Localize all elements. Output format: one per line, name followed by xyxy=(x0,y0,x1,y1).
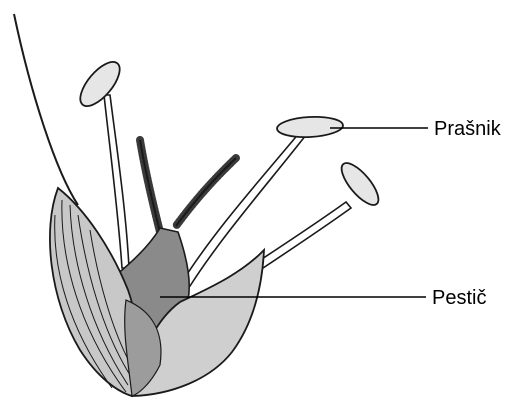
label-pistil: Pestič xyxy=(432,288,486,308)
label-anther: Prašnik xyxy=(434,119,501,139)
stigma-right xyxy=(176,158,236,226)
filament-middle xyxy=(182,132,306,286)
awn xyxy=(14,14,78,205)
anther-right xyxy=(336,158,385,211)
anther-middle xyxy=(277,115,344,138)
stigmas xyxy=(140,140,236,232)
stigma-left-core xyxy=(140,140,160,232)
anther-left xyxy=(73,56,126,113)
filament-left xyxy=(104,95,129,268)
